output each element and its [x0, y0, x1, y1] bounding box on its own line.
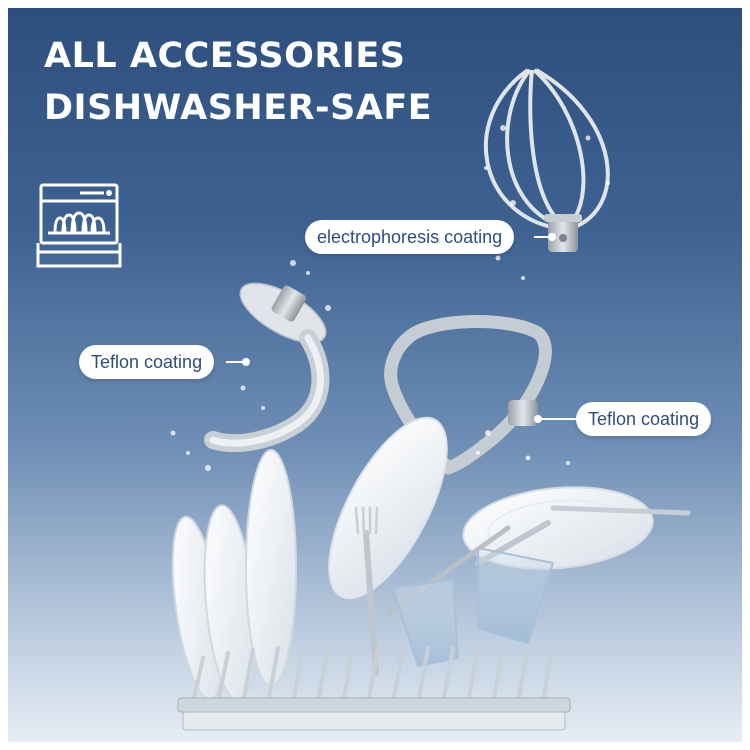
callout-dot	[548, 233, 556, 241]
product-illustration	[36, 68, 691, 731]
callout-teflon-coating-dough-hook: Teflon coating	[79, 345, 215, 379]
callout-connector	[534, 236, 552, 238]
dishwasher-icon	[36, 183, 122, 268]
flat-beater-accessory	[384, 315, 570, 475]
headline-line-2: DISHWASHER-SAFE	[44, 88, 433, 128]
callout-connector	[538, 418, 578, 420]
glasses	[391, 546, 555, 668]
callout-dot	[242, 358, 250, 366]
callout-electrophoresis-coating: electrophoresis coating	[305, 220, 515, 254]
callout-connector	[226, 361, 246, 363]
callout-teflon-coating-flat-beater: Teflon coating	[576, 402, 712, 436]
product-banner: ALL ACCESSORIES DISHWASHER-SAFE	[8, 8, 742, 742]
dough-hook-accessory	[170, 260, 331, 471]
callout-dot	[534, 415, 542, 423]
rack-plates	[171, 449, 297, 702]
headline: ALL ACCESSORIES DISHWASHER-SAFE	[44, 30, 432, 134]
whisk-accessory	[476, 68, 610, 280]
dish-rack	[177, 646, 571, 731]
headline-line-1: ALL ACCESSORIES	[44, 36, 406, 76]
